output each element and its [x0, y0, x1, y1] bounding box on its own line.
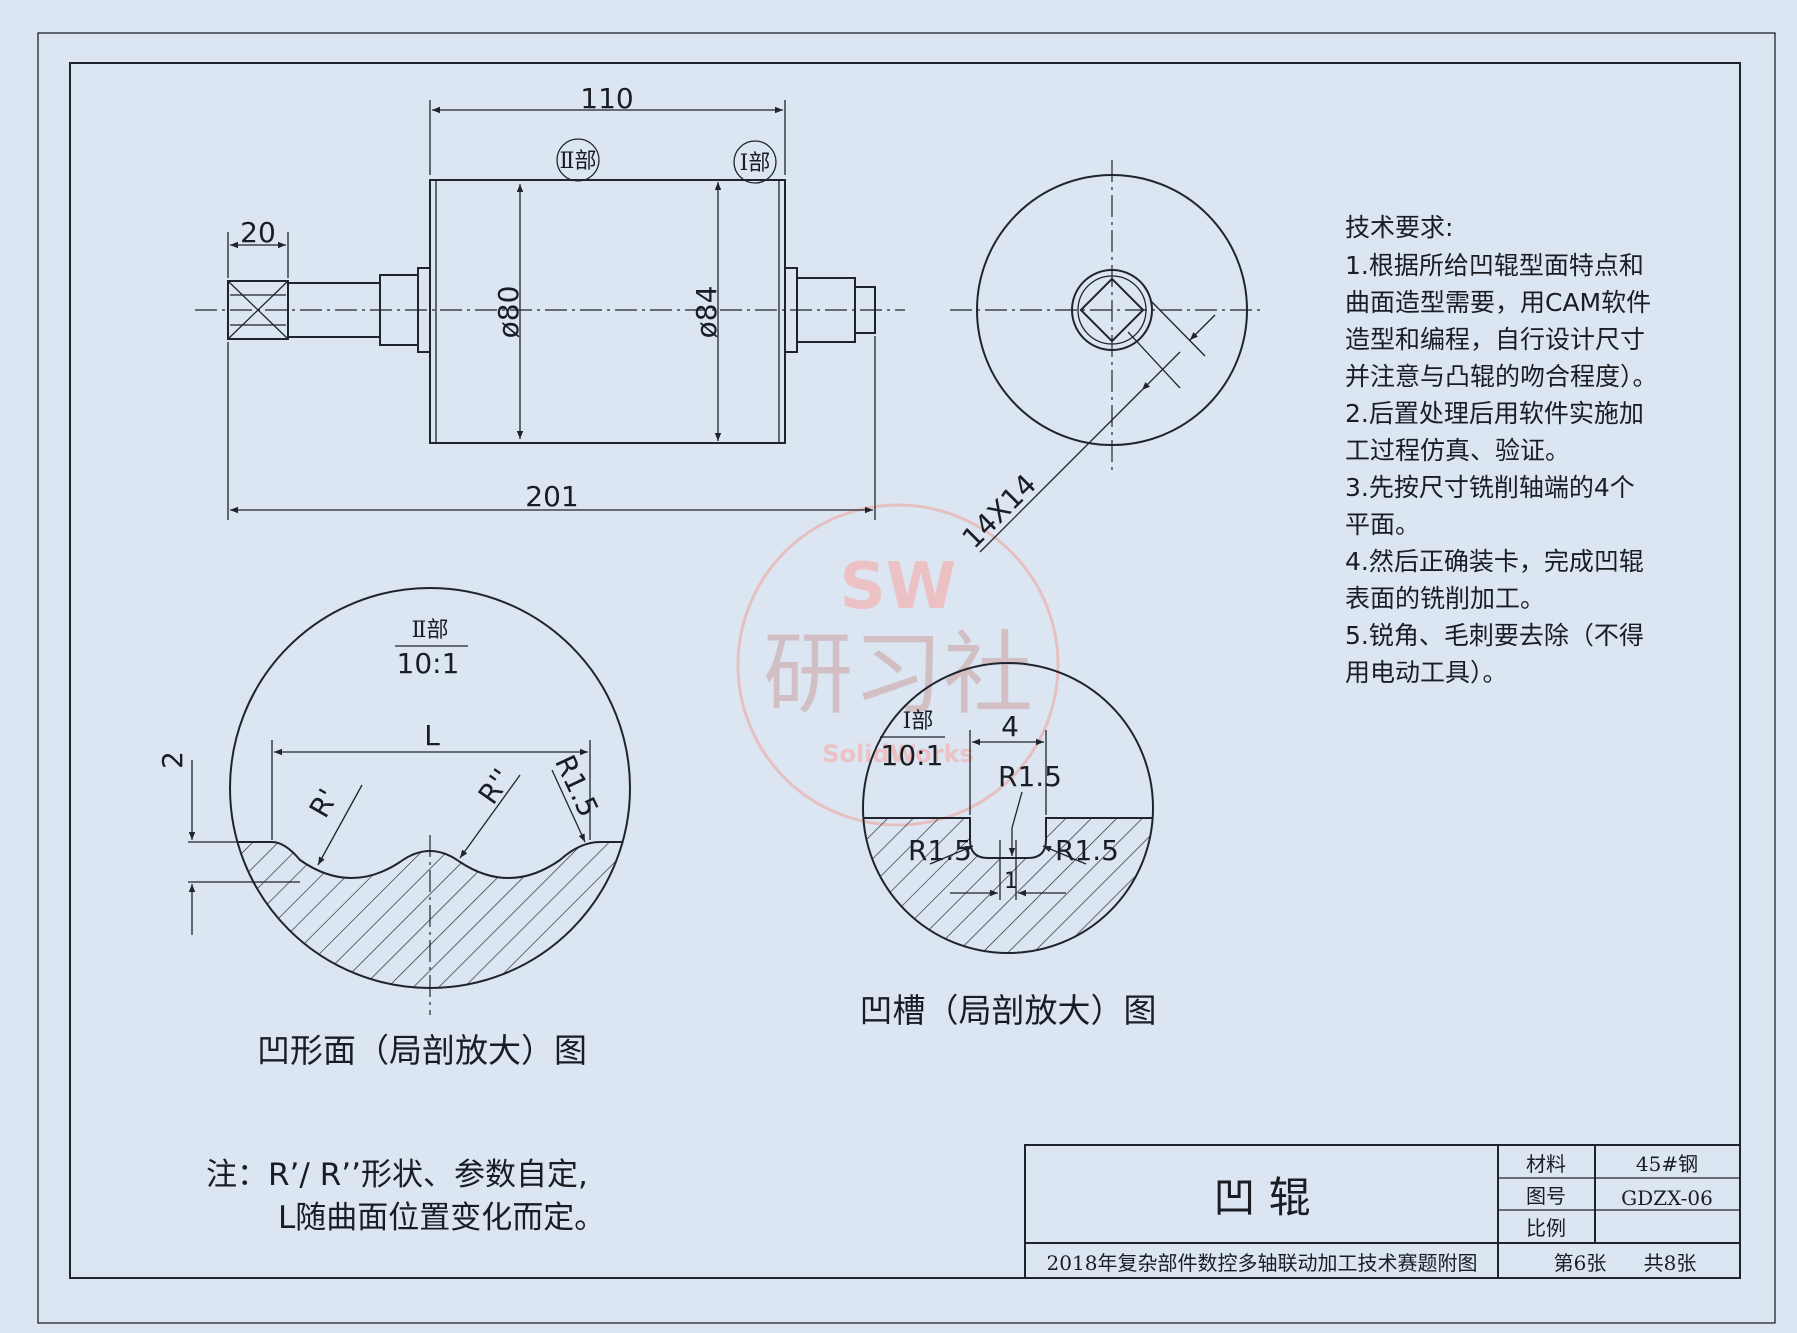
dim-R1.5-right: R1.5 [1055, 834, 1119, 867]
detail1-circle [862, 662, 1154, 954]
dim-4: 4 [1001, 710, 1019, 743]
dim-201: 201 [525, 480, 578, 513]
dim-L: L [424, 719, 440, 752]
roller-body [429, 179, 786, 444]
requirement-line: 1.根据所给凹辊型面特点和 [1345, 251, 1644, 280]
detail2-title: Ⅱ部 [412, 618, 449, 643]
caption-groove: 凹槽（局剖放大）图 [860, 991, 1157, 1030]
dim-dia-80: ø80 [492, 286, 525, 339]
requirement-line: 曲面造型需要，用CAM软件 [1345, 288, 1651, 317]
groove-profile [863, 817, 1153, 859]
requirement-line: 并注意与凸辊的吻合程度）。 [1345, 362, 1658, 391]
sheet-total: 共8张 [1644, 1251, 1697, 1275]
dim-1: 1 [1004, 869, 1018, 894]
outer-frame [37, 32, 1776, 1324]
sheet-number: 第6张 [1554, 1251, 1607, 1275]
watermark-brand: SW [840, 550, 957, 624]
dim-R1.5-top: R1.5 [998, 760, 1062, 793]
scale-label: 比例 [1526, 1216, 1566, 1240]
requirement-line: 用电动工具）。 [1345, 658, 1508, 687]
title-block: 凹 辊 材料 45#钢 图号 GDZX-06 比例 2018年复杂部件数控多轴联… [1024, 1144, 1741, 1279]
technical-requirements: 技术要求: 1.根据所给凹辊型面特点和 曲面造型需要，用CAM软件 造型和编程，… [1345, 213, 1658, 687]
dim-R-prime: R' [303, 783, 345, 823]
drawing-no-label: 图号 [1526, 1184, 1566, 1208]
requirement-line: 造型和编程，自行设计尺寸 [1345, 325, 1645, 354]
roller-end-view: 14X14 [950, 160, 1265, 555]
dim-R-double-prime: R'' [472, 763, 519, 810]
detail1-title: Ⅰ部 [903, 709, 934, 734]
requirement-line: 2.后置处理后用软件实施加 [1345, 399, 1644, 428]
note-line-1: 注：R’/ R’’形状、参数自定, [206, 1157, 588, 1193]
dim-110: 110 [580, 82, 633, 115]
marker-part-2: Ⅱ部 [560, 149, 597, 174]
dim-20: 20 [240, 216, 276, 249]
requirement-line: 4.然后正确装卡，完成凹辊 [1345, 547, 1644, 576]
requirement-line: 平面。 [1345, 510, 1420, 539]
roller-side-view: 110 20 201 ø80 ø84 Ⅱ部 Ⅰ部 [195, 82, 905, 520]
requirement-line: 工过程仿真、验证。 [1345, 436, 1570, 465]
drawing-no-value: GDZX-06 [1621, 1186, 1713, 1210]
competition-title: 2018年复杂部件数控多轴联动加工技术赛题附图 [1047, 1251, 1478, 1275]
part-name: 凹 辊 [1213, 1173, 1310, 1222]
material-value: 45#钢 [1636, 1152, 1698, 1176]
watermark-seal: SW 研习社 SolidWorks [736, 503, 1060, 827]
dim-R1.5-detail2: R1.5 [548, 750, 605, 822]
watermark-sub: SolidWorks [822, 740, 974, 768]
detail-groove: Ⅰ部 10:1 4 R1.5 R1.5 R1.5 1 凹槽（局剖放大）图 [860, 662, 1157, 1030]
shape-note: 注：R’/ R’’形状、参数自定, L随曲面位置变化而定。 [206, 1157, 605, 1236]
watermark-name: 研习社 [763, 622, 1033, 727]
detail2-scale: 10:1 [397, 647, 460, 680]
dim-2: 2 [156, 751, 189, 769]
marker-part-1: Ⅰ部 [740, 151, 771, 176]
detail1-scale: 10:1 [881, 739, 944, 772]
requirement-line: 3.先按尺寸铣削轴端的4个 [1345, 473, 1635, 502]
requirement-line: 表面的铣削加工。 [1345, 584, 1545, 613]
dim-dia-84: ø84 [690, 286, 723, 339]
material-label: 材料 [1526, 1152, 1566, 1176]
detail-concave-surface: Ⅱ部 10:1 L R' R'' R1.5 2 凹形面（局剖放大）图 [156, 587, 631, 1070]
inner-frame [69, 62, 1741, 1279]
note-line-2: L随曲面位置变化而定。 [278, 1200, 605, 1236]
caption-concave-surface: 凹形面（局剖放大）图 [257, 1031, 587, 1070]
requirements-title: 技术要求: [1345, 213, 1453, 242]
requirement-line: 5.锐角、毛刺要去除（不得 [1345, 621, 1644, 650]
